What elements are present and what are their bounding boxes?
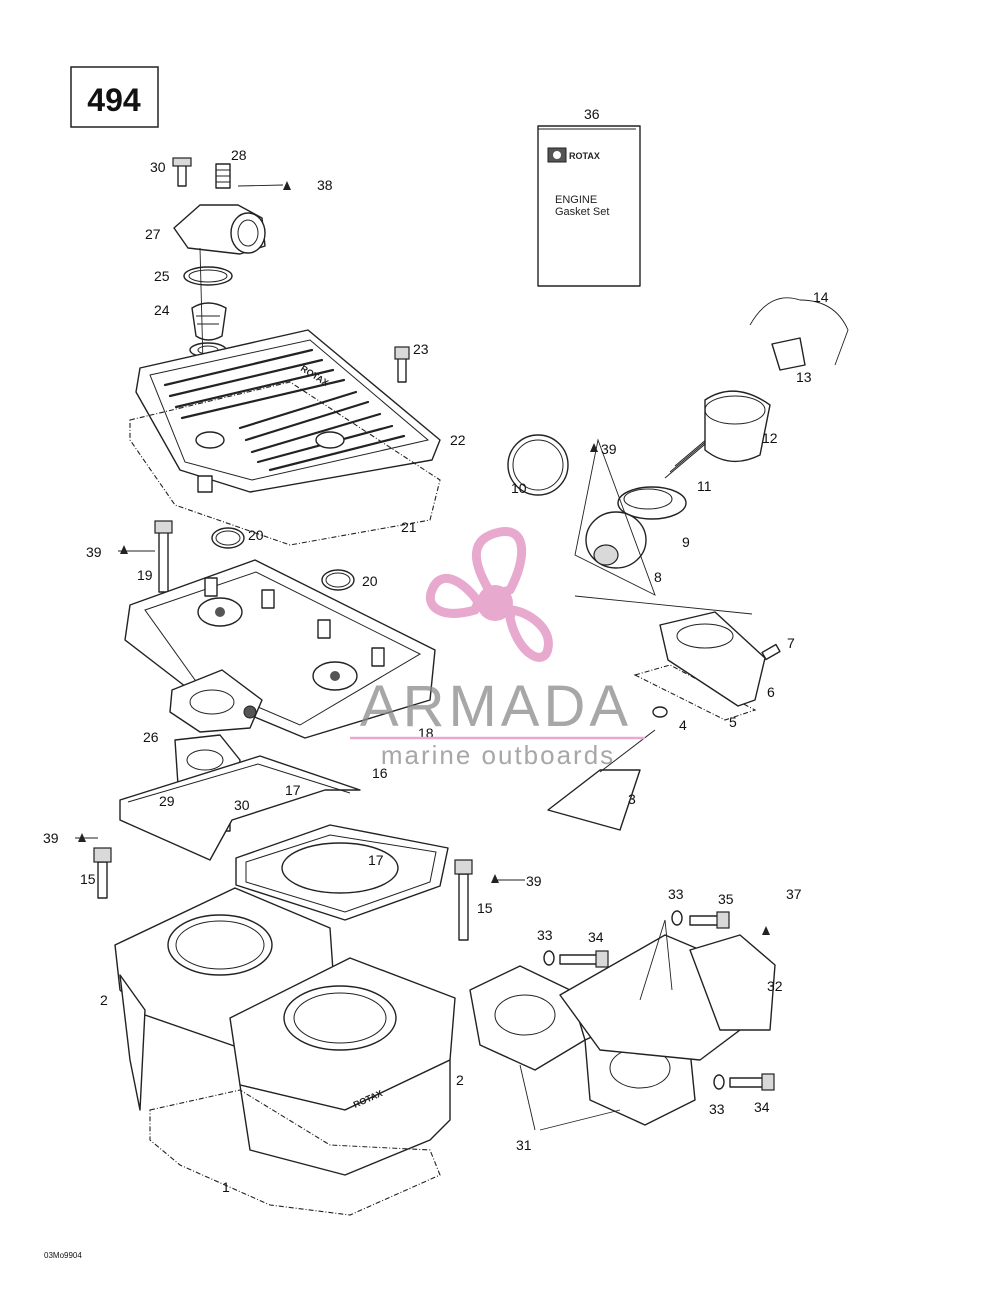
callout-13: 13 bbox=[796, 369, 812, 385]
callout-26: 26 bbox=[143, 729, 159, 745]
callout-2b: 2 bbox=[456, 1072, 464, 1088]
drop-icon-39b bbox=[590, 443, 598, 452]
watermark-title: ARMADA bbox=[360, 674, 632, 739]
callout-33b: 33 bbox=[537, 927, 553, 943]
callout-39a: 39 bbox=[86, 544, 102, 560]
callout-19: 19 bbox=[137, 567, 153, 583]
callout-36: 36 bbox=[584, 106, 600, 122]
drawing-code: 03Mo9904 bbox=[44, 1251, 82, 1260]
callout-23: 23 bbox=[413, 341, 429, 357]
callout-10: 10 bbox=[511, 480, 527, 496]
callout-38: 38 bbox=[317, 177, 333, 193]
callout-12: 12 bbox=[762, 430, 778, 446]
callout-4: 4 bbox=[679, 717, 687, 733]
callout-32: 32 bbox=[767, 978, 783, 994]
drop-icon-38 bbox=[283, 181, 291, 190]
propeller-logo-icon bbox=[425, 527, 553, 662]
callout-27: 27 bbox=[145, 226, 161, 242]
callout-29: 29 bbox=[159, 793, 175, 809]
watermark-subtitle: marine outboards bbox=[381, 740, 615, 770]
watermark: ARMADA marine outboards bbox=[350, 527, 645, 770]
callout-9: 9 bbox=[682, 534, 690, 550]
callout-34a: 34 bbox=[588, 929, 604, 945]
callout-8: 8 bbox=[654, 569, 662, 585]
callout-24: 24 bbox=[154, 302, 170, 318]
bolt-15b bbox=[454, 859, 473, 941]
gasket-set-line1: ENGINE bbox=[555, 194, 597, 206]
callout-6: 6 bbox=[767, 684, 775, 700]
callout-39b: 39 bbox=[601, 441, 617, 457]
callout-7: 7 bbox=[787, 635, 795, 651]
callout-11: 11 bbox=[697, 478, 712, 494]
bolt-15a bbox=[93, 847, 112, 899]
callout-33c: 33 bbox=[709, 1101, 725, 1117]
cylinder-head-cover: ROTAX bbox=[135, 329, 441, 493]
sealant-markers bbox=[78, 181, 770, 935]
head-gasket bbox=[119, 755, 361, 861]
callout-34b: 34 bbox=[754, 1099, 770, 1115]
bolt-23 bbox=[394, 346, 410, 383]
exhaust-manifold bbox=[469, 934, 776, 1126]
thermostat-housing-assembly bbox=[172, 157, 284, 441]
base-gasket bbox=[149, 1089, 441, 1216]
callout-31: 31 bbox=[516, 1137, 532, 1153]
cover-gasket bbox=[129, 381, 441, 546]
callout-5: 5 bbox=[729, 714, 737, 730]
callout-39d: 39 bbox=[526, 873, 542, 889]
callout-15a: 15 bbox=[80, 871, 96, 887]
diagram-number-box: 494 bbox=[70, 66, 159, 128]
cylinder-gasket-17 bbox=[235, 824, 449, 921]
callout-numbers: 1 2 2 3 4 5 6 7 8 9 10 11 12 13 14 15 15… bbox=[43, 106, 829, 1195]
callout-20b: 20 bbox=[362, 573, 378, 589]
bolt-19 bbox=[154, 520, 173, 593]
callout-28: 28 bbox=[231, 147, 247, 163]
manifold-fasteners bbox=[543, 910, 775, 1091]
gasket-set-document: ROTAX ENGINE Gasket Set bbox=[537, 125, 641, 287]
drop-icon-39c bbox=[78, 833, 86, 842]
callout-17b: 17 bbox=[368, 852, 384, 868]
callout-14: 14 bbox=[813, 289, 829, 305]
callout-22: 22 bbox=[450, 432, 466, 448]
drop-icon-39d bbox=[491, 874, 499, 883]
callout-2a: 2 bbox=[100, 992, 108, 1008]
callout-15b: 15 bbox=[477, 900, 493, 916]
callout-21: 21 bbox=[401, 519, 417, 535]
callout-3: 3 bbox=[628, 791, 636, 807]
callout-33a: 33 bbox=[668, 886, 684, 902]
water-pump-assembly bbox=[507, 297, 849, 831]
gasket-set-line2: Gasket Set bbox=[555, 206, 609, 218]
leader-lines bbox=[75, 438, 753, 1131]
callout-30b: 30 bbox=[234, 797, 250, 813]
callout-37: 37 bbox=[786, 886, 802, 902]
gasket-set-brand: ROTAX bbox=[569, 151, 600, 161]
callout-35: 35 bbox=[718, 891, 734, 907]
callout-39c: 39 bbox=[43, 830, 59, 846]
cylinders: ROTAX bbox=[114, 887, 456, 1176]
callout-30a: 30 bbox=[150, 159, 166, 175]
drop-icon-39a bbox=[120, 545, 128, 554]
callout-25: 25 bbox=[154, 268, 170, 284]
callout-16: 16 bbox=[372, 765, 388, 781]
cylinder-head bbox=[124, 559, 436, 739]
callout-1: 1 bbox=[222, 1179, 230, 1195]
callout-17a: 17 bbox=[285, 782, 301, 798]
drop-icon-37 bbox=[762, 926, 770, 935]
diagram-number: 494 bbox=[87, 82, 141, 118]
callout-20a: 20 bbox=[248, 527, 264, 543]
